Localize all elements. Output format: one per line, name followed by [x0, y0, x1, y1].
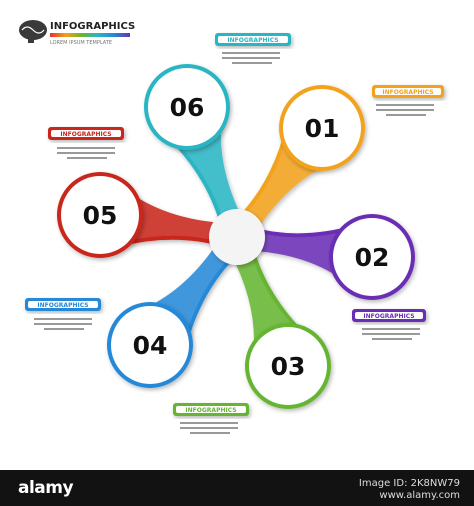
step-number-04: 04 [133, 331, 168, 360]
brain-icon [19, 20, 47, 43]
step-number-02: 02 [355, 243, 390, 272]
watermark-brand: alamy [18, 478, 74, 498]
placeholder-text-line [376, 109, 434, 111]
label-text-03: INFOGRAPHICS [185, 407, 236, 414]
placeholder-text-line [376, 104, 434, 106]
label-pill-inner-06 [218, 36, 288, 43]
step-label-05: INFOGRAPHICS [48, 127, 124, 159]
step-02: 02 [329, 214, 415, 300]
placeholder-text-line [180, 427, 238, 429]
step-05: 05 [57, 172, 143, 258]
watermark-image-id: Image ID: 2K8NW79 [358, 478, 460, 489]
placeholder-text-line [34, 323, 92, 325]
step-circle-group: 01 02 03 04 05 06 [57, 64, 415, 409]
logo-subtitle: LOREM IPSUM TEMPLATE [50, 40, 112, 46]
step-label-03: INFOGRAPHICS [173, 403, 249, 434]
placeholder-text-line [190, 432, 230, 434]
label-text-04: INFOGRAPHICS [37, 302, 88, 309]
label-pill-inner-05 [51, 130, 121, 137]
label-text-05: INFOGRAPHICS [60, 131, 111, 138]
step-circle-05 [61, 176, 139, 254]
placeholder-text-line [57, 152, 115, 154]
placeholder-text-line [386, 114, 426, 116]
step-number-03: 03 [271, 352, 306, 381]
label-pill-inner-01 [375, 88, 441, 95]
placeholder-text-line [222, 52, 280, 54]
watermark-footer: alamy Image ID: 2K8NW79 www.alamy.com [0, 470, 474, 506]
watermark-url: www.alamy.com [379, 490, 460, 501]
logo-title: INFOGRAPHICS [50, 21, 135, 32]
label-pill-inner-03 [176, 406, 246, 413]
label-pill-inner-04 [28, 301, 98, 308]
step-label-group: INFOGRAPHICS INFOGRAPHICS INFOGRAPHICS INFO… [25, 33, 444, 434]
step-04: 04 [107, 302, 193, 388]
label-pill-inner-02 [355, 312, 423, 319]
petal-highlight-05 [115, 184, 228, 244]
placeholder-text-line [362, 328, 420, 330]
step-label-06: INFOGRAPHICS [215, 33, 291, 64]
label-text-06: INFOGRAPHICS [227, 37, 278, 44]
step-circle-03 [249, 327, 327, 405]
step-label-01: INFOGRAPHICS [372, 85, 444, 116]
step-label-04: INFOGRAPHICS [25, 298, 101, 330]
step-number-06: 06 [170, 93, 205, 122]
placeholder-text-line [180, 422, 238, 424]
petal-02 [247, 224, 357, 284]
petal-05 [114, 188, 228, 248]
step-number-01: 01 [305, 114, 340, 143]
step-label-02: INFOGRAPHICS [352, 309, 426, 340]
placeholder-text-line [362, 333, 420, 335]
label-text-01: INFOGRAPHICS [382, 89, 433, 96]
header-logo: INFOGRAPHICS LOREM IPSUM TEMPLATE [19, 20, 135, 46]
petal-highlight-02 [246, 228, 357, 288]
placeholder-text-line [232, 62, 272, 64]
center-hub [209, 209, 265, 265]
step-03: 03 [245, 323, 331, 409]
step-circle-01 [283, 89, 361, 167]
step-circle-04 [111, 306, 189, 384]
step-circle-02 [333, 218, 411, 296]
step-circle-06 [148, 68, 226, 146]
step-number-05: 05 [83, 201, 118, 230]
label-text-02: INFOGRAPHICS [363, 313, 414, 320]
placeholder-text-line [34, 318, 92, 320]
placeholder-text-line [67, 157, 107, 159]
logo-rainbow-bar [50, 33, 130, 37]
infographic-diagram: INFOGRAPHICS LOREM IPSUM TEMPLATE 01 02 03… [19, 20, 444, 434]
placeholder-text-line [44, 328, 84, 330]
placeholder-text-line [222, 57, 280, 59]
placeholder-text-line [57, 147, 115, 149]
placeholder-text-line [372, 338, 412, 340]
step-01: 01 [279, 85, 365, 171]
step-06: 06 [144, 64, 230, 150]
